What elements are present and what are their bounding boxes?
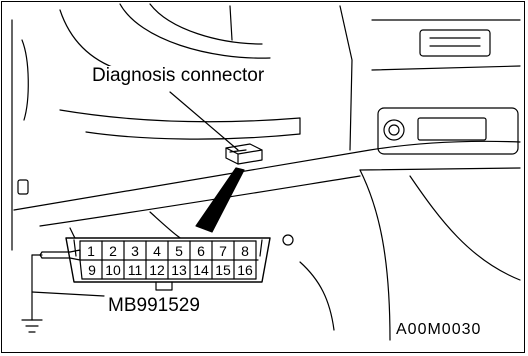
pin-number: 15 (215, 262, 231, 278)
pin-number: 11 (128, 262, 143, 278)
bolt-hole (282, 234, 294, 246)
pin-number: 8 (241, 243, 249, 259)
pin-number: 1 (87, 243, 95, 259)
dash-lower-line (59, 109, 301, 123)
pin-number: 10 (105, 262, 121, 278)
steering-spoke (229, 5, 233, 41)
left-panel-clip (17, 179, 29, 195)
console-shelf (359, 167, 521, 171)
radio-knob-center (388, 124, 400, 136)
probe-body (41, 251, 71, 259)
diagnosis-connector-label: Diagnosis connector (90, 65, 267, 86)
dash-lower-line-2 (85, 131, 301, 140)
callout-leader-line (169, 91, 239, 151)
tool-number-label: MB991529 (106, 295, 202, 316)
pin-grid (79, 240, 259, 280)
pin-face-key (155, 281, 173, 291)
console-vent-slats (429, 37, 481, 47)
console-left-edge (339, 5, 353, 151)
pin-number: 6 (197, 243, 205, 259)
connector-body (225, 143, 263, 165)
radio-unit (377, 107, 519, 155)
steering-arc-outer (119, 3, 271, 59)
steering-arc-inner (149, 3, 263, 45)
pin-number: 2 (109, 243, 117, 259)
pin-face-inner (73, 239, 263, 257)
pin-number: 4 (153, 243, 161, 259)
pin-number: 12 (149, 262, 165, 278)
pin-number: 14 (193, 262, 209, 278)
connector-face-detail (229, 149, 247, 153)
pin-number: 7 (219, 243, 227, 259)
pin-number: 9 (88, 262, 96, 278)
radio-knob (383, 119, 405, 141)
console-lower-curve (409, 175, 521, 281)
console-side-curve (359, 169, 391, 341)
pin-number: 5 (175, 243, 183, 259)
zoom-pointer (195, 167, 245, 233)
pin-number: 3 (131, 243, 139, 259)
floor-curve (299, 261, 335, 331)
left-panel-curve (21, 39, 29, 121)
tool-leader-line (31, 291, 105, 297)
probe-plug (69, 249, 81, 261)
pin-number: 13 (171, 262, 187, 278)
console-vent (419, 29, 491, 57)
radio-slot (417, 117, 487, 141)
connector-edges (225, 147, 263, 165)
ground-icon (21, 319, 43, 333)
figure-code-label: A00M0030 (396, 321, 482, 338)
pin-number: 16 (237, 262, 253, 278)
console-vent-line (371, 65, 521, 71)
under-dash-line-2 (39, 175, 361, 227)
under-dash-line (13, 140, 521, 211)
